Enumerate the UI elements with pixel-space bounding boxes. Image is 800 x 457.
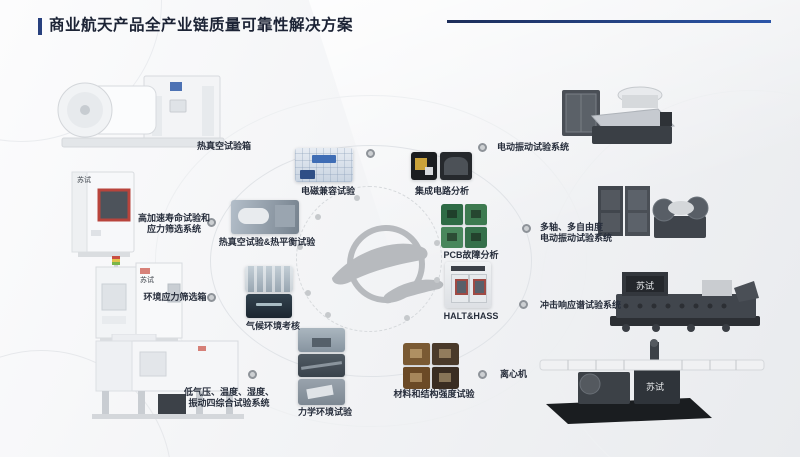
- material-strength-photos: [403, 343, 459, 389]
- climate-photo-top: [245, 266, 293, 292]
- node-dot-shock: [519, 300, 528, 309]
- label-mechanics-test: 力学环境试验: [297, 407, 352, 417]
- label-climate-assessment: 气候环境考核: [245, 321, 300, 331]
- pcb-photo: [441, 227, 463, 248]
- label-halt-hass: HALT&HASS: [443, 311, 499, 321]
- svg-text:苏试: 苏试: [646, 381, 664, 392]
- aerospace-swoosh-logo: [332, 225, 444, 304]
- material-photo: [432, 367, 459, 389]
- inner-dot: [354, 195, 360, 201]
- chip-shape: [414, 157, 427, 171]
- node-dot-four-combined: [248, 370, 257, 379]
- halt-hass-photo: [445, 262, 491, 308]
- label-centrifuge: 离心机: [500, 369, 528, 379]
- label-shock-response: 冲击响应谱试验系统: [540, 300, 622, 310]
- multi-axis-vibration-image: [598, 186, 709, 238]
- header-rule-line: [447, 20, 771, 23]
- right-door: [468, 273, 487, 303]
- page-title: 商业航天产品全产业链质量可靠性解决方案: [49, 17, 354, 34]
- inner-dot: [434, 277, 440, 283]
- inner-dot: [325, 312, 331, 318]
- label-thermal-vacuum-chamber: 热真空试验箱: [196, 141, 251, 151]
- node-dot-multi-axis: [522, 224, 531, 233]
- inner-dot: [315, 214, 321, 220]
- pcb-photo: [441, 204, 463, 225]
- shock-response-machine-image: 苏试: [610, 272, 760, 332]
- pcb-photo: [465, 204, 487, 225]
- mechanics-photo-1: [298, 328, 345, 352]
- mechanics-photo-2: [298, 354, 345, 377]
- material-photo: [403, 343, 430, 365]
- vent-shape: [451, 265, 485, 272]
- node-dot-vibration: [478, 143, 487, 152]
- climate-photo-bottom: [246, 294, 292, 318]
- node-dot-centrifuge: [478, 370, 487, 379]
- inner-dot: [305, 290, 311, 296]
- thermal-vacuum-chamber-image: [57, 75, 225, 148]
- pcb-analysis-photos: [441, 204, 487, 248]
- svg-text:苏试: 苏试: [77, 175, 91, 184]
- thermal-vacuum-balance-photo: [231, 200, 299, 234]
- svg-text:苏试: 苏试: [636, 280, 654, 291]
- four-combined-chamber-image: [92, 334, 244, 419]
- emc-test-photo: [295, 148, 353, 182]
- pcb-photo: [465, 227, 487, 248]
- emc-base: [299, 169, 315, 179]
- svg-text:苏试: 苏试: [140, 275, 154, 284]
- inner-dot: [434, 240, 440, 246]
- material-photo: [403, 367, 430, 389]
- label-multi-axis-vibration: 多轴、多自由度 电动振动试验系统: [540, 222, 613, 243]
- material-photo: [432, 343, 459, 365]
- label-thermal-vacuum-balance: 热真空试验&热平衡试验: [218, 237, 316, 247]
- emc-sign: [312, 155, 336, 163]
- die-shape: [443, 157, 469, 175]
- halt-screening-chamber-image: 苏试: [71, 171, 135, 257]
- node-dot-ess: [207, 293, 216, 302]
- label-ess-chamber: 环境应力筛选箱: [143, 292, 207, 302]
- ic-analysis-photo-2: [440, 152, 472, 180]
- label-four-combined: 低气压、温度、湿度、 振动四综合试验系统: [184, 387, 275, 408]
- label-ic-analysis: 集成电路分析: [414, 186, 469, 196]
- led-display: [256, 303, 282, 307]
- cabinet-shape: [274, 205, 295, 227]
- centrifuge-image: 苏试: [539, 339, 765, 424]
- inner-dot: [404, 315, 410, 321]
- label-pcb-analysis: PCB故障分析: [443, 250, 499, 260]
- node-dot-thermal-vacuum: [366, 149, 375, 158]
- chip-shape-2: [425, 167, 434, 176]
- chamber-shape: [237, 208, 270, 224]
- mechanics-photo-3: [298, 379, 345, 405]
- label-material-strength: 材料和结构强度试验: [393, 389, 475, 399]
- label-vibration-system: 电动振动试验系统: [497, 142, 570, 152]
- left-door: [450, 273, 469, 303]
- ic-analysis-photo-1: [411, 152, 437, 180]
- shaker-shape: [312, 337, 331, 347]
- title-accent-bar: [38, 18, 42, 35]
- label-halt-screening: 高加速寿命试验和 应力筛选系统: [137, 213, 210, 234]
- slip-table-shape: [306, 384, 334, 400]
- node-dot-halt-screening: [207, 218, 216, 227]
- inner-dot: [297, 244, 303, 250]
- label-emc-test: 电磁兼容试验: [300, 186, 355, 196]
- beam-shape: [300, 361, 343, 370]
- vibration-system-image: [562, 86, 676, 144]
